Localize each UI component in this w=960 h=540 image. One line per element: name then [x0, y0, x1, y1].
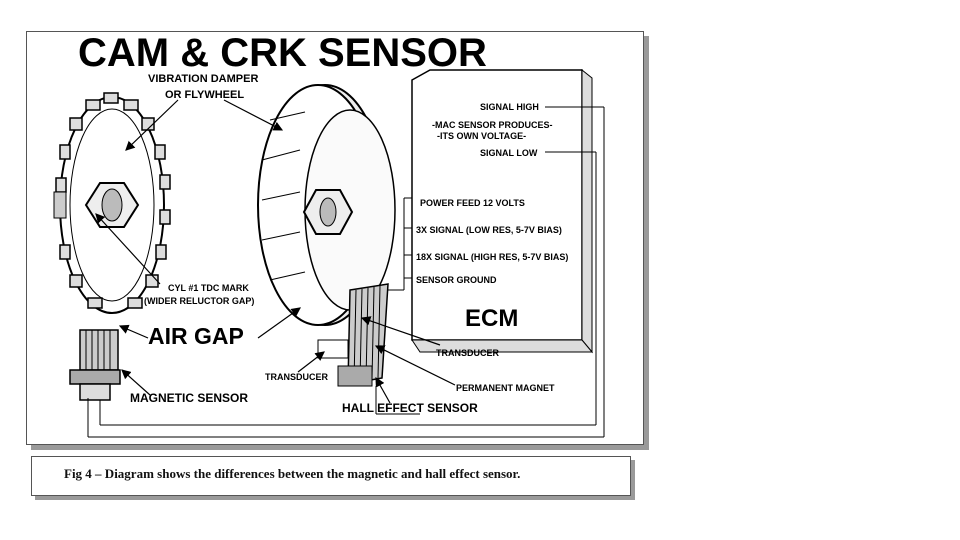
damper-label-line1: VIBRATION DAMPER: [148, 73, 258, 85]
diagram-title: CAM & CRK SENSOR: [78, 31, 487, 75]
wiring: [87, 106, 605, 438]
damper-label-line2: OR FLYWHEEL: [165, 89, 244, 101]
hall-effect-sensor-label: HALL EFFECT SENSOR: [342, 401, 478, 415]
caption-box: Fig 4 – Diagram shows the differences be…: [31, 456, 631, 496]
transducer-right-label: TRANSDUCER: [436, 348, 500, 358]
signal-high-label: SIGNAL HIGH: [480, 102, 539, 112]
interrupter-ring: [257, 84, 396, 326]
power-feed-label: POWER FEED 12 VOLTS: [420, 198, 525, 208]
tdc-mark-label-line1: CYL #1 TDC MARK: [168, 283, 249, 293]
magnetic-sensor-label: MAGNETIC SENSOR: [130, 391, 248, 405]
permanent-magnet-label: PERMANENT MAGNET: [456, 383, 555, 393]
magnetic-sensor: [69, 329, 121, 401]
tdc-mark-label-line2: (WIDER RELUCTOR GAP): [144, 296, 254, 306]
3x-signal-label: 3X SIGNAL (LOW RES, 5-7V BIAS): [416, 225, 562, 235]
transducer-left-label: TRANSDUCER: [265, 372, 329, 382]
hall-effect-sensor: [317, 283, 389, 387]
ecm-label: ECM: [465, 305, 518, 332]
reluctor-wheel: [53, 92, 171, 314]
air-gap-label: AIR GAP: [148, 323, 244, 349]
mac-sensor-note-line2: -ITS OWN VOLTAGE-: [437, 131, 526, 141]
signal-low-label: SIGNAL LOW: [480, 148, 538, 158]
ecm-box: [411, 68, 594, 354]
18x-signal-label: 18X SIGNAL (HIGH RES, 5-7V BIAS): [416, 252, 568, 262]
sensor-ground-label: SENSOR GROUND: [416, 275, 497, 285]
mac-sensor-note-line1: -MAC SENSOR PRODUCES-: [432, 120, 553, 130]
figure-caption: Fig 4 – Diagram shows the differences be…: [64, 466, 521, 481]
